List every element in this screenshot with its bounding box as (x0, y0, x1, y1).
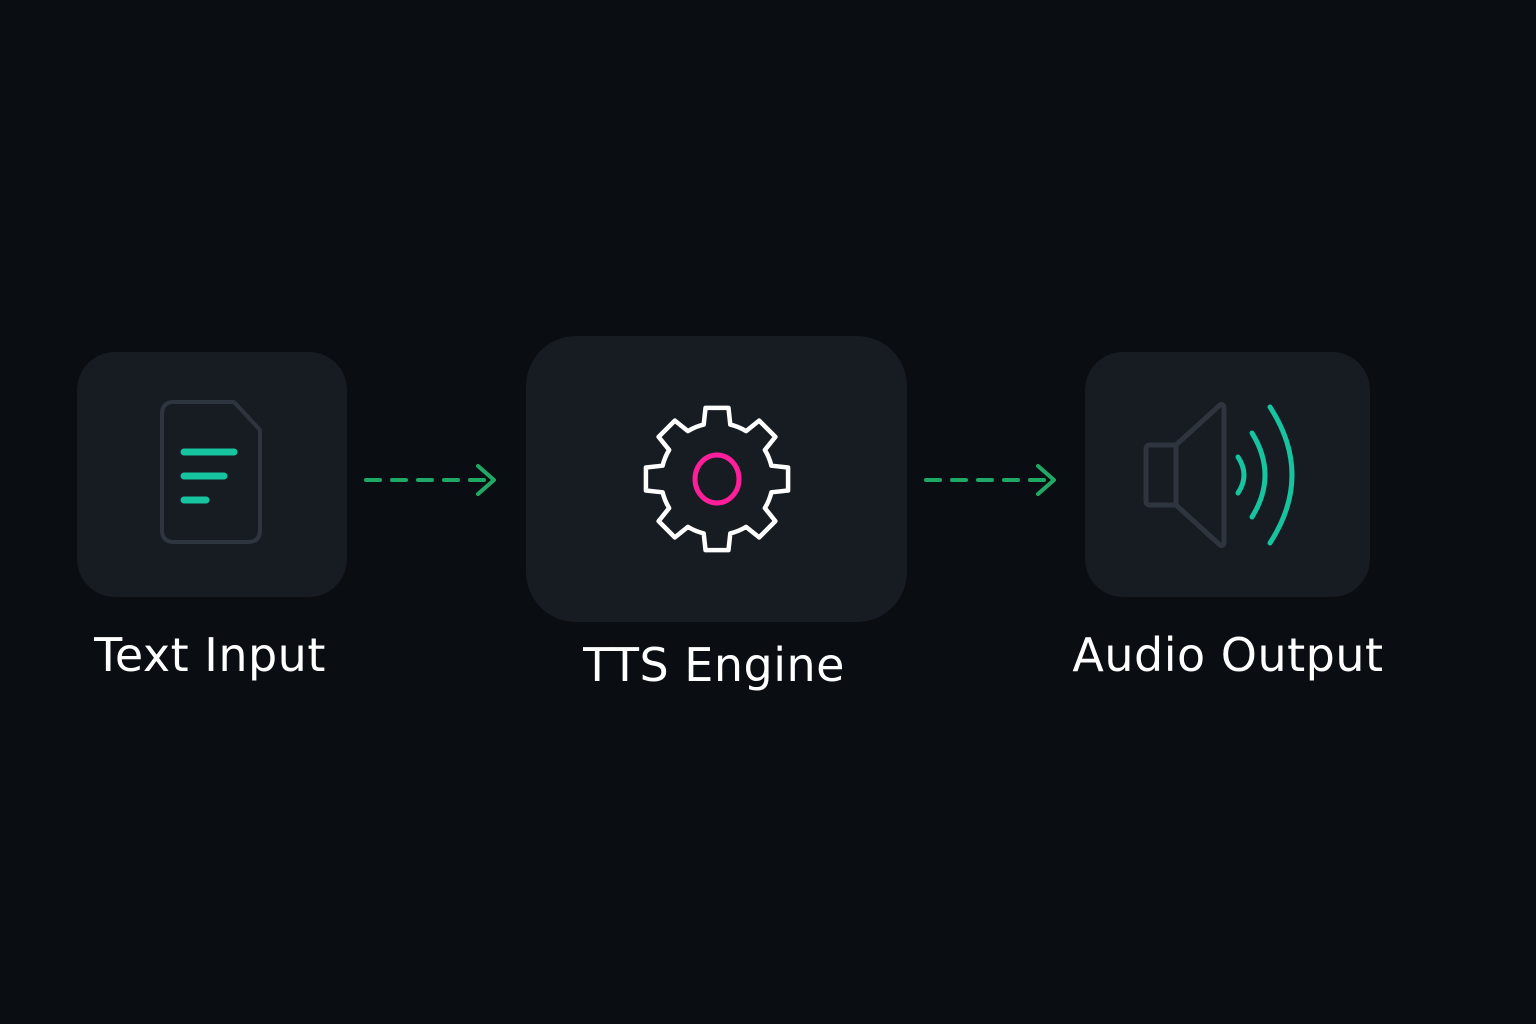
document-icon (160, 399, 262, 544)
text-input-node (77, 352, 347, 597)
gear-icon (643, 405, 790, 553)
audio-output-node (1085, 352, 1370, 597)
tts-engine-label: TTS Engine (583, 638, 845, 692)
dashed-arrow-1 (364, 464, 496, 496)
tts-engine-node (526, 336, 907, 622)
audio-output-label: Audio Output (1072, 628, 1384, 682)
speaker-icon (1143, 401, 1294, 548)
dashed-arrow-2 (924, 464, 1056, 496)
text-input-label: Text Input (94, 628, 326, 682)
